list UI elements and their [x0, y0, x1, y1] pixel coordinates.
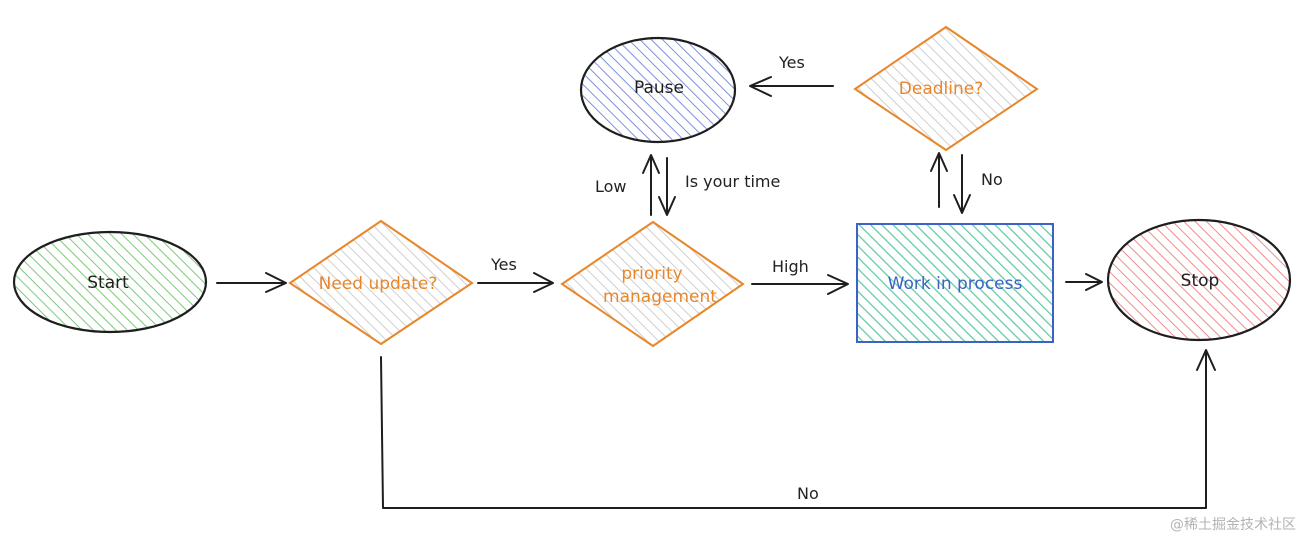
edge-pause-to-priority[interactable]	[658, 157, 676, 216]
node-priority-label-line1: priority	[621, 264, 682, 284]
node-start-label: Start	[87, 273, 129, 293]
edge-deadline-to-work[interactable]	[953, 154, 971, 214]
node-pause-label: Pause	[634, 78, 684, 98]
node-pause[interactable]: Pause	[579, 36, 737, 144]
node-deadline-label: Deadline?	[899, 79, 983, 99]
node-work-label: Work in process	[888, 274, 1023, 294]
edge-label-low: Low	[595, 177, 627, 196]
edge-need-update-to-stop[interactable]	[380, 349, 1216, 509]
node-deadline[interactable]: Deadline?	[853, 25, 1039, 152]
edge-label-yes-priority: Yes	[490, 255, 517, 274]
watermark-text: @稀土掘金技术社区	[1170, 517, 1296, 533]
node-stop[interactable]: Stop	[1106, 218, 1292, 342]
edge-label-yes-pause: Yes	[778, 53, 805, 72]
edge-label-high: High	[772, 257, 809, 276]
node-need-update-label: Need update?	[319, 274, 438, 294]
edge-deadline-to-pause[interactable]	[749, 76, 834, 97]
edge-priority-to-work[interactable]	[751, 274, 849, 295]
node-stop-label: Stop	[1181, 271, 1220, 291]
node-priority-management[interactable]: priority management	[560, 220, 745, 348]
node-priority-label-line2: management	[603, 287, 717, 307]
edge-label-no-work: No	[981, 170, 1003, 189]
node-start[interactable]: Start	[12, 230, 208, 334]
edge-labels: Yes High Low Is your time Yes No No	[490, 53, 1003, 503]
edge-label-is-your-time: Is your time	[685, 172, 780, 191]
edge-label-no-stop: No	[797, 484, 819, 503]
edge-priority-to-pause[interactable]	[642, 154, 660, 216]
node-need-update[interactable]: Need update?	[288, 219, 474, 346]
edge-need-update-to-priority[interactable]	[477, 272, 554, 293]
edges	[216, 76, 1216, 509]
edge-start-to-need-update[interactable]	[216, 272, 287, 293]
edge-work-to-stop[interactable]	[1065, 273, 1103, 291]
node-work-in-process[interactable]: Work in process	[856, 223, 1054, 343]
edge-work-to-deadline[interactable]	[930, 152, 948, 208]
